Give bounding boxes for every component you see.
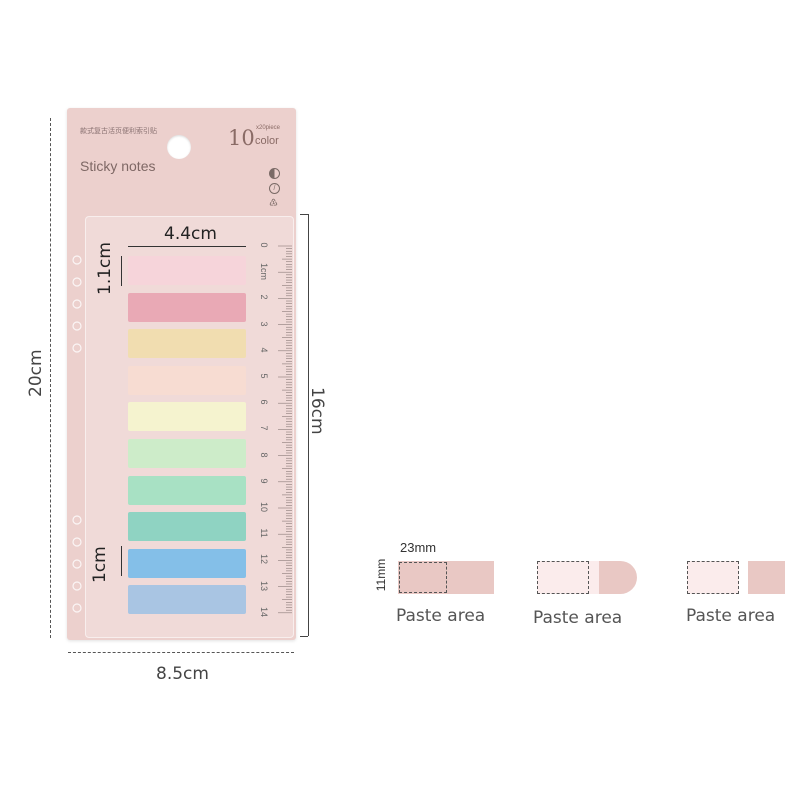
detail-light-part-3 [687,561,739,594]
sticky-note-strip [128,365,246,395]
ruler-label: 10 [259,501,269,512]
note-width-label: 4.4cm [164,224,217,244]
width-total-label: 8.5cm [156,664,209,684]
detail-paste-area-2 [537,561,589,594]
note-height-label: 1.1cm [95,242,115,295]
note-width-guide [128,246,246,247]
ruler: 0 1cm 2 3 4 5 6 7 8 9 10 11 12 13 14 [250,238,292,618]
ruler-label: 2 [259,294,269,300]
height-guide-line [50,118,51,638]
notes-height-guide [300,214,309,636]
gap-label: 1cm [90,546,110,583]
detail-dark-part-3 [748,561,785,594]
detail-note-1 [398,561,494,594]
hang-hole [167,135,191,159]
sticky-note-strip [128,256,246,285]
sticky-note-strip [128,548,246,578]
ruler-label: 0 [259,242,269,248]
notes-height-cap-top [300,214,308,215]
ruler-label: 6 [259,399,269,405]
sticky-note-strip [128,292,246,322]
detail-note-2 [537,561,637,594]
detail-rounded-tab-2 [599,561,637,594]
package-count-number: 10 [228,126,255,150]
ruler-label: 8 [259,452,269,458]
ruler-label: 9 [259,478,269,484]
ruler-label: 3 [259,321,269,327]
ruler-label: 11 [259,528,269,538]
sticky-note-strip [128,402,246,432]
ruler-label: 13 [259,580,269,591]
ruler-label: 1cm [259,263,269,281]
package-title: Sticky notes [80,158,156,174]
height-total-label: 20cm [26,349,46,397]
detail-height-label: 11mm [374,558,388,592]
sticky-note-strip [128,512,246,542]
half-circle-icon [269,168,280,179]
package-chinese-text: 款式复古活页便利索引贴 [80,127,157,135]
notes-height-cap-bottom [300,636,308,637]
paste-label-2: Paste area [533,608,623,628]
detail-width-label: 23mm [400,540,437,555]
binder-holes [70,250,84,620]
package-count-small: x20piece [256,125,281,131]
ruler-label: 12 [259,554,269,565]
width-guide-line [68,652,294,653]
sticky-note-strip [128,475,246,505]
paste-label-3: Paste area [686,606,776,626]
sticky-note-strip [128,439,246,468]
ruler-label: 4 [259,347,269,353]
gap-guide [121,546,122,576]
ruler-label: 5 [259,373,269,379]
ruler-label: 14 [259,606,269,617]
pen-circle-icon: / [269,183,280,194]
sticky-note-strip [128,585,246,615]
recycle-icon: ♳ [269,198,278,209]
paste-label-1: Paste area [396,606,486,626]
detail-paste-area-1 [399,562,447,593]
detail-note-3 [687,561,785,594]
detail-paste-area-3 [687,561,739,594]
ruler-ticks [278,245,292,614]
sticky-note-strip [128,329,246,359]
package-count-unit: color [255,135,279,147]
notes-height-label: 16cm [307,387,327,435]
note-height-guide [121,256,122,286]
ruler-label: 7 [259,425,269,431]
